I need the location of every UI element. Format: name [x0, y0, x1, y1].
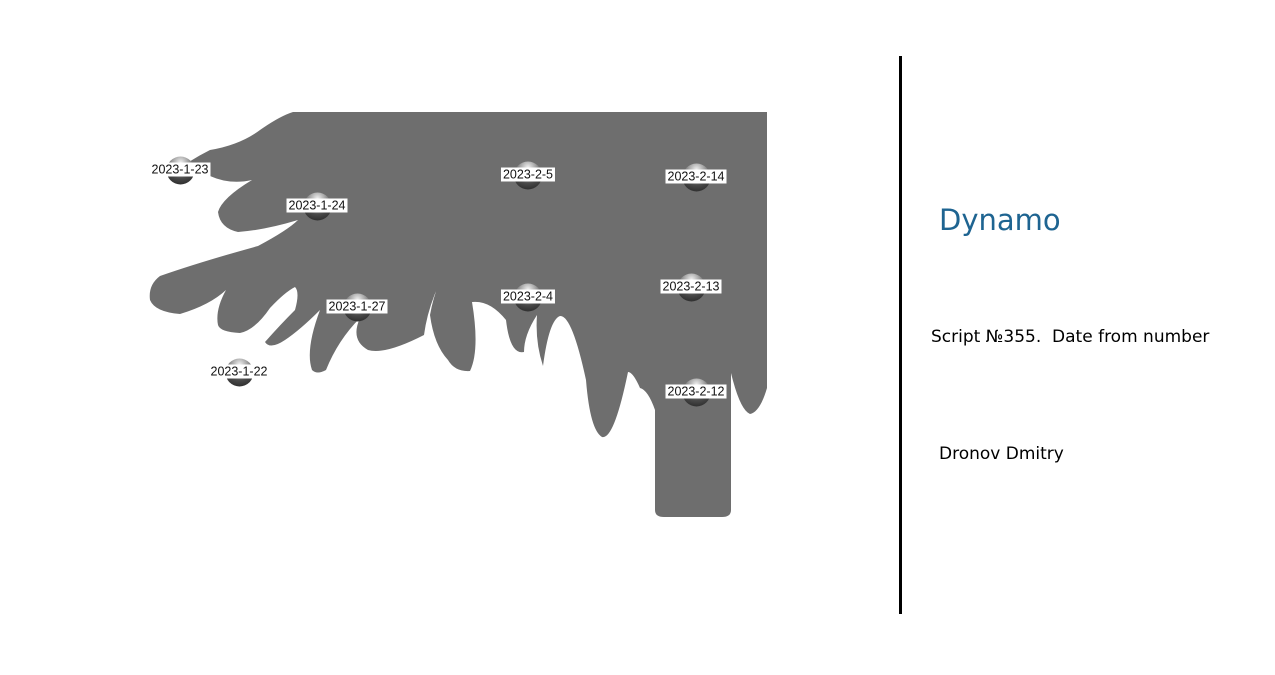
date-tag[interactable]: 2023-2-13 — [660, 273, 722, 301]
date-tag[interactable]: 2023-1-22 — [208, 358, 270, 386]
date-label: 2023-2-5 — [500, 167, 556, 182]
date-label: 2023-1-22 — [208, 364, 270, 379]
date-tag[interactable]: 2023-1-27 — [326, 293, 388, 321]
date-label: 2023-1-27 — [326, 299, 388, 314]
date-label: 2023-2-13 — [660, 279, 722, 294]
date-tag[interactable]: 2023-1-24 — [286, 192, 348, 220]
tree-shape — [149, 112, 767, 517]
vertical-divider — [899, 56, 902, 614]
date-tag[interactable]: 2023-2-12 — [665, 378, 727, 406]
script-title: Script №355. Date from number — [931, 327, 1210, 347]
author-name: Dronov Dmitry — [939, 444, 1064, 464]
date-label: 2023-2-12 — [665, 384, 727, 399]
date-tag[interactable]: 2023-2-14 — [665, 163, 727, 191]
date-tag[interactable]: 2023-2-5 — [500, 161, 556, 189]
date-label: 2023-1-23 — [149, 162, 211, 177]
date-label: 2023-1-24 — [286, 198, 348, 213]
date-tag[interactable]: 2023-1-23 — [149, 156, 211, 184]
date-tag[interactable]: 2023-2-4 — [500, 283, 556, 311]
date-label: 2023-2-14 — [665, 169, 727, 184]
app-name: Dynamo — [939, 203, 1061, 237]
3d-viewport[interactable]: 2023-1-23 2023-1-24 2023-2-5 2023-2-14 2023-… — [0, 0, 880, 675]
date-label: 2023-2-4 — [500, 289, 556, 304]
